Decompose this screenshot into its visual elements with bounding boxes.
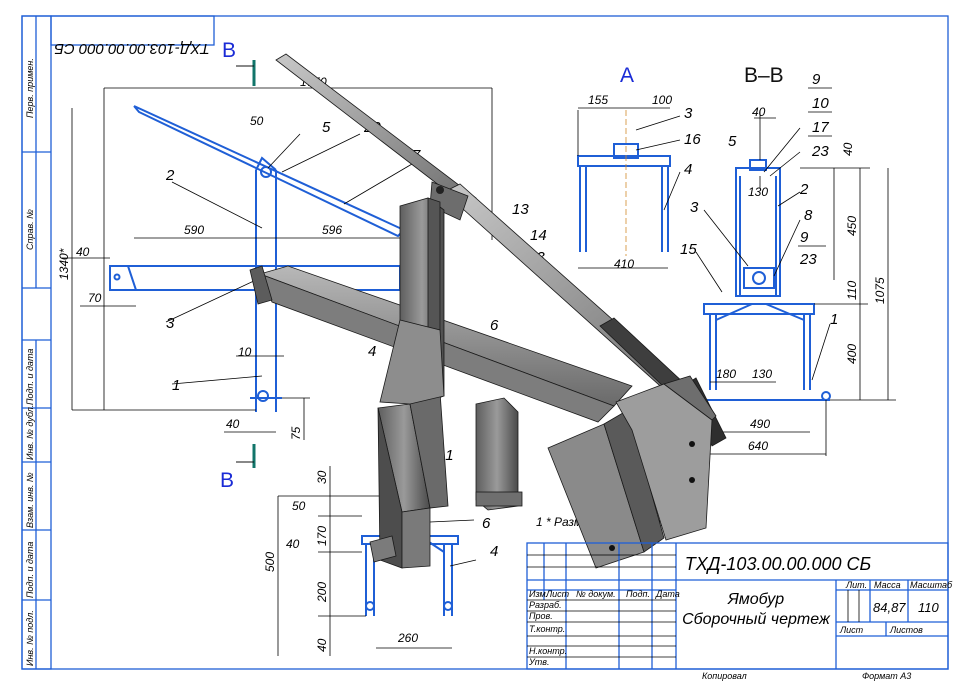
dim-180: 180	[716, 367, 736, 381]
title-name-1: Ямобур	[727, 591, 784, 608]
dim-75: 75	[289, 426, 303, 440]
dim-10: 10	[238, 345, 252, 359]
side-label-orig-inv: Инв. № подл.	[25, 610, 35, 666]
binding-strip: Перв. примен. Справ. № Подп. и дата Инв.…	[21, 15, 52, 670]
side-label-first-use: Перв. примен.	[25, 58, 35, 118]
section-bb	[695, 110, 896, 456]
side-label-sign-date-2: Подп. и дата	[25, 542, 35, 598]
sheets-label: Листов	[889, 625, 923, 635]
dim-100: 100	[652, 93, 672, 107]
pos-4-bottom: 4	[490, 543, 498, 560]
pos-5-front: 5	[322, 119, 331, 136]
dim-200: 200	[315, 582, 329, 603]
pos-14-front: 14	[530, 227, 547, 244]
sheet-label: Лист	[839, 625, 864, 635]
dim-450: 450	[845, 216, 859, 236]
dim-400: 400	[845, 344, 859, 364]
pos-9-bb: 9	[812, 71, 821, 88]
dim-490: 490	[750, 417, 770, 431]
view-a	[577, 107, 681, 269]
dim-410: 410	[614, 257, 634, 271]
pos-6-front: 6	[490, 317, 499, 334]
dim-640: 640	[748, 439, 768, 453]
dim-30: 30	[315, 470, 329, 484]
scale-label: Масштаб	[910, 580, 953, 590]
pos-23-bb-top: 23	[811, 143, 829, 160]
pos-2-front: 2	[165, 167, 175, 184]
title-name-2: Сборочный чертеж	[682, 611, 831, 628]
pos-3-view-a: 3	[684, 105, 693, 122]
dim-40-bb-right: 40	[841, 142, 855, 156]
pos-1-front: 1	[172, 377, 180, 394]
lit-label: Лит.	[845, 580, 867, 590]
row-approved: Утв.	[528, 657, 549, 667]
dim-40-bottom-base: 40	[315, 638, 329, 652]
dim-130-bb-bottom: 130	[752, 367, 772, 381]
pos-2-bb: 2	[799, 181, 809, 198]
dim-110: 110	[845, 281, 859, 300]
pos-3-front: 3	[166, 315, 175, 332]
row-developed: Разраб.	[529, 600, 562, 610]
row-checked: Пров.	[529, 611, 553, 621]
format-label: Формат А3	[862, 671, 911, 681]
scale-value: 110	[918, 600, 939, 615]
dim-596: 596	[322, 223, 342, 237]
row-tech-control: Т.контр.	[529, 624, 565, 634]
mass-label: Масса	[874, 580, 901, 590]
col-header-izm: Изм.	[529, 589, 548, 599]
dim-170: 170	[315, 526, 329, 546]
col-header-sign: Подп.	[626, 589, 650, 599]
stamp-box: ТХД-103.00.00.000 СБ	[50, 15, 215, 57]
mass-value: 84,87	[873, 600, 906, 615]
pos-6-bottom: 6	[482, 515, 491, 532]
pos-5-bb: 5	[728, 133, 737, 150]
view-a-label: А	[620, 64, 634, 87]
dim-40-bb-top: 40	[752, 105, 766, 119]
col-header-date: Дата	[655, 589, 680, 599]
side-label-dup-inv: Инв. № дубл.	[25, 405, 35, 460]
dim-70: 70	[88, 291, 102, 305]
pos-4-view-a: 4	[684, 161, 692, 178]
stamp-code: ТХД-103.00.00.000 СБ	[54, 40, 210, 57]
section-bb-label: В–В	[744, 64, 784, 87]
dim-40-bottom: 40	[226, 417, 240, 431]
dim-130-bb-top: 130	[748, 185, 768, 199]
dim-260: 260	[397, 631, 418, 645]
pos-17-bb: 17	[812, 119, 829, 136]
pos-16-view-a: 16	[684, 131, 701, 148]
row-norm-control: Н.контр.	[529, 646, 567, 656]
pos-9-bb-mid: 9	[800, 229, 809, 246]
section-b-top-label: В	[222, 39, 236, 62]
dim-1075: 1075	[873, 277, 887, 304]
side-label-sign-date-1: Подп. и дата	[25, 349, 35, 405]
pos-23-bb-mid: 23	[799, 251, 817, 268]
section-b-bottom-label: В	[220, 469, 234, 492]
pos-1-bb: 1	[830, 311, 838, 328]
dim-40-left: 40	[76, 245, 90, 259]
side-label-replace-inv: Взам. инв. №	[25, 472, 35, 528]
pos-3-bb: 3	[690, 199, 699, 216]
pos-8-bb: 8	[804, 207, 813, 224]
dim-50-top: 50	[250, 114, 264, 128]
model-3d	[249, 53, 727, 569]
dim-500: 500	[263, 552, 277, 572]
title-doc-code: ТХД-103.00.00.000 СБ	[685, 554, 872, 574]
dim-40-bottom-view: 40	[286, 537, 300, 551]
copied-label: Копировал	[702, 671, 747, 681]
pos-4-front: 4	[368, 343, 376, 360]
side-label-ref-no: Справ. №	[25, 209, 35, 250]
dim-50-bottom: 50	[292, 499, 306, 513]
dim-590: 590	[184, 223, 204, 237]
title-block	[526, 542, 949, 670]
dim-155: 155	[588, 93, 608, 107]
pos-13-front: 13	[512, 201, 529, 218]
pos-15-bb: 15	[680, 241, 697, 258]
dim-1340: 1340*	[57, 248, 71, 280]
pos-10-bb: 10	[812, 95, 829, 112]
col-header-list: Лист	[545, 589, 570, 599]
col-header-doc: № докум.	[576, 589, 616, 599]
